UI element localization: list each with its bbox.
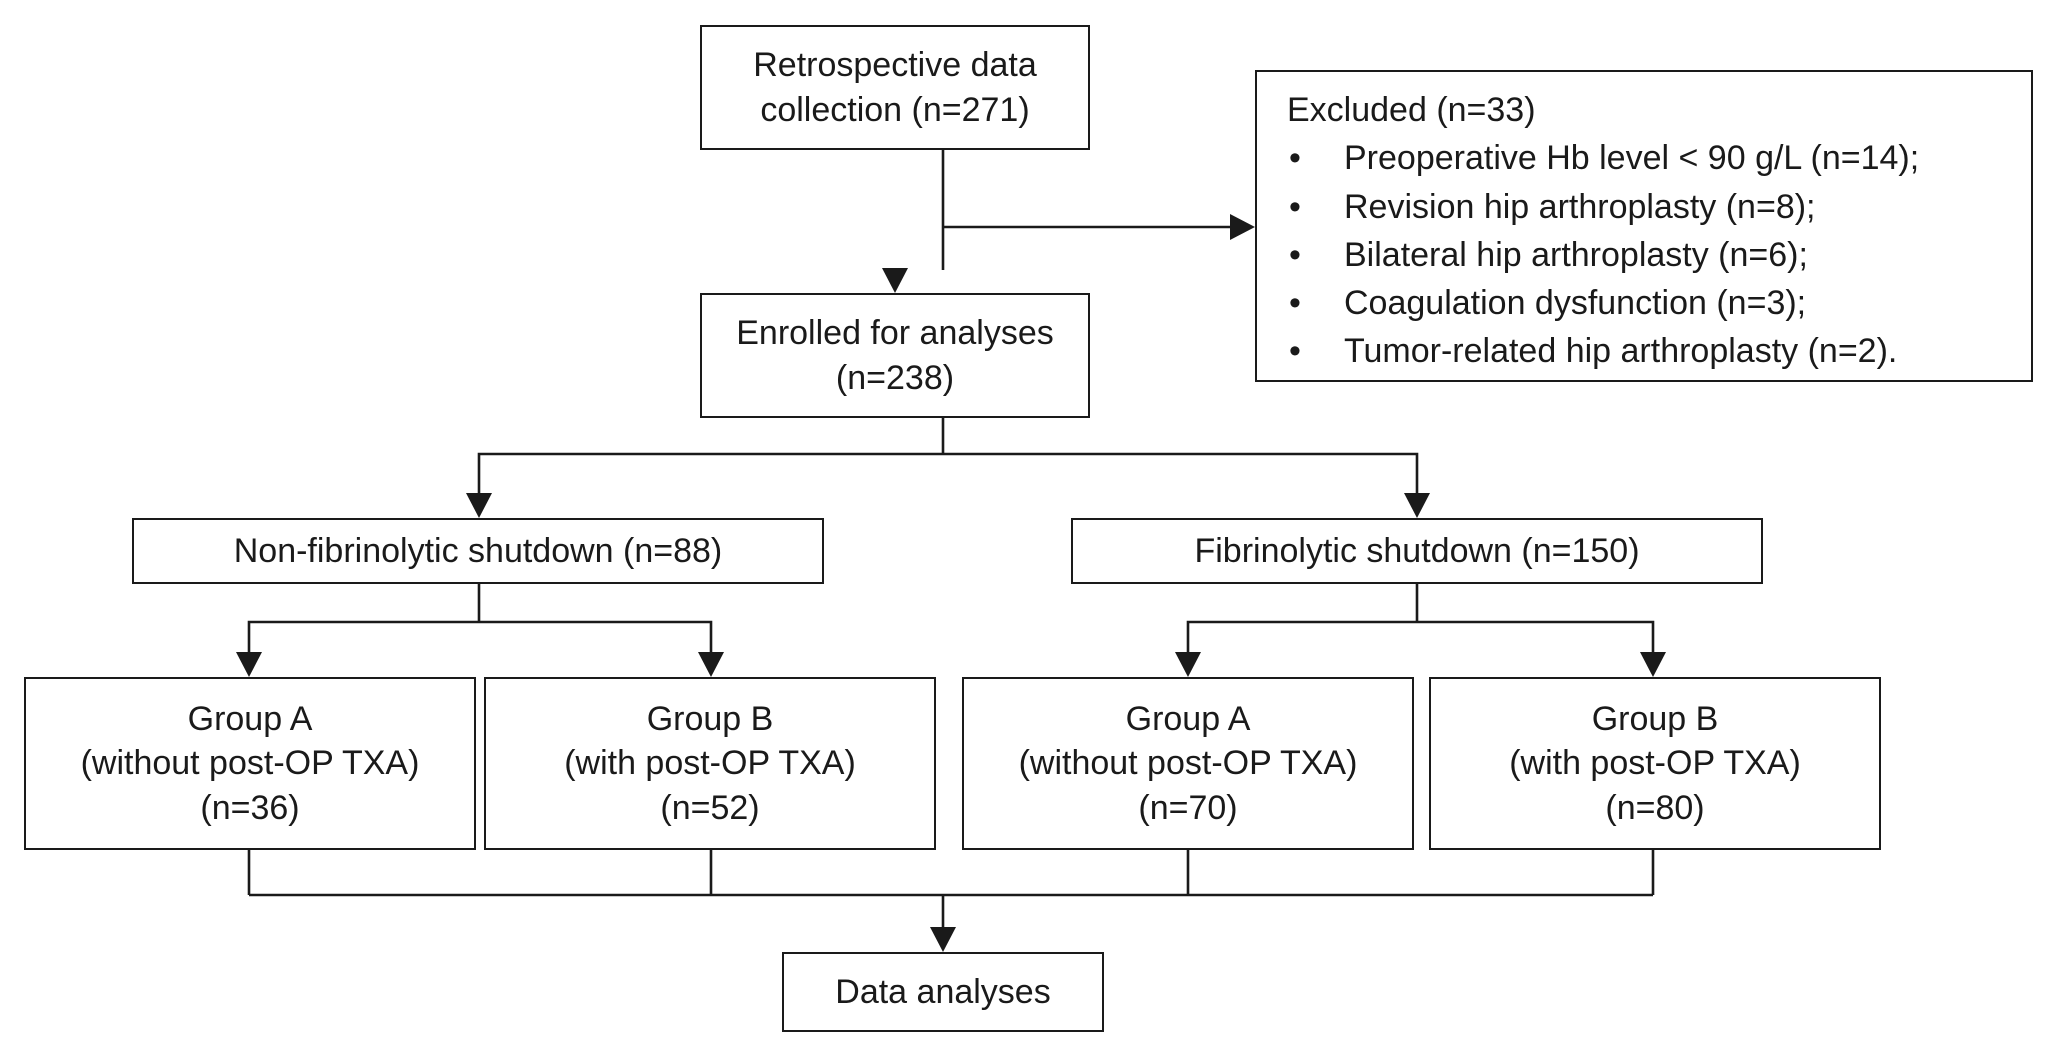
group-name: Group B — [646, 700, 774, 739]
data-analyses-box: Data analyses — [782, 952, 1104, 1032]
excluded-item: • Coagulation dysfunction (n=3); — [1287, 279, 2031, 327]
non-fib-group-b-box: Group B (with post-OP TXA) (n=52) — [484, 677, 936, 850]
bullet-glyph: • — [1289, 235, 1301, 274]
arrow-to-enrolled — [882, 268, 908, 293]
group-count: (n=80) — [1605, 788, 1705, 827]
data-analyses-label: Data analyses — [835, 972, 1051, 1011]
fib-group-b-box: Group B (with post-OP TXA) (n=80) — [1429, 677, 1881, 850]
fibrinolytic-label: Fibrinolytic shutdown (n=150) — [1194, 531, 1640, 570]
group-condition: (without post-OP TXA) — [80, 744, 420, 783]
bullet-glyph: • — [1289, 332, 1301, 371]
line-split-nonfib — [247, 620, 713, 654]
group-condition: (without post-OP TXA) — [1018, 744, 1358, 783]
non-fibrinolytic-label: Non-fibrinolytic shutdown (n=88) — [233, 531, 723, 570]
line-split-fib — [1186, 620, 1655, 654]
arrow-to-nonfib-group-a — [236, 652, 262, 677]
bullet-glyph: • — [1289, 139, 1301, 178]
enrolled-line-2: (n=238) — [835, 358, 955, 397]
bullet-glyph: • — [1289, 284, 1301, 323]
retrospective-collection-box: Retrospective data collection (n=271) — [700, 25, 1090, 150]
excluded-item: • Tumor-related hip arthroplasty (n=2). — [1287, 327, 2031, 375]
non-fibrinolytic-box: Non-fibrinolytic shutdown (n=88) — [132, 518, 824, 584]
enrolled-box: Enrolled for analyses (n=238) — [700, 293, 1090, 418]
arrow-to-fib-group-a — [1175, 652, 1201, 677]
excluded-list: • Preoperative Hb level < 90 g/L (n=14);… — [1287, 134, 2031, 375]
arrow-to-data-analyses — [930, 927, 956, 952]
excluded-item-text: Revision hip arthroplasty (n=8); — [1344, 187, 1816, 226]
excluded-title: Excluded (n=33) — [1287, 91, 1536, 129]
retrospective-line-2: collection (n=271) — [760, 90, 1030, 129]
arrow-to-excluded — [1230, 214, 1255, 240]
line-split-shutdown — [477, 452, 1419, 495]
group-count: (n=70) — [1138, 788, 1238, 827]
bullet-glyph: • — [1289, 187, 1301, 226]
excluded-item-text: Preoperative Hb level < 90 g/L (n=14); — [1344, 139, 1920, 178]
excluded-item-text: Bilateral hip arthroplasty (n=6); — [1344, 235, 1808, 274]
group-name: Group B — [1591, 700, 1719, 739]
fib-group-a-box: Group A (without post-OP TXA) (n=70) — [962, 677, 1414, 850]
group-name: Group A — [187, 700, 313, 739]
arrow-to-fib — [1404, 493, 1430, 518]
excluded-item: • Bilateral hip arthroplasty (n=6); — [1287, 231, 2031, 279]
excluded-box: Excluded (n=33) • Preoperative Hb level … — [1255, 70, 2033, 382]
group-condition: (with post-OP TXA) — [1509, 744, 1801, 783]
excluded-item-text: Coagulation dysfunction (n=3); — [1344, 284, 1807, 323]
excluded-item-text: Tumor-related hip arthroplasty (n=2). — [1344, 332, 1898, 371]
fibrinolytic-box: Fibrinolytic shutdown (n=150) — [1071, 518, 1763, 584]
arrow-to-nonfib-group-b — [698, 652, 724, 677]
group-condition: (with post-OP TXA) — [564, 744, 856, 783]
retrospective-line-1: Retrospective data — [753, 46, 1037, 85]
excluded-item: • Preoperative Hb level < 90 g/L (n=14); — [1287, 134, 2031, 182]
non-fib-group-a-box: Group A (without post-OP TXA) (n=36) — [24, 677, 476, 850]
arrow-to-fib-group-b — [1640, 652, 1666, 677]
group-count: (n=52) — [660, 788, 760, 827]
enrolled-line-1: Enrolled for analyses — [736, 314, 1054, 353]
group-count: (n=36) — [200, 788, 300, 827]
arrow-to-nonfib — [466, 493, 492, 518]
group-name: Group A — [1125, 700, 1251, 739]
excluded-item: • Revision hip arthroplasty (n=8); — [1287, 183, 2031, 231]
